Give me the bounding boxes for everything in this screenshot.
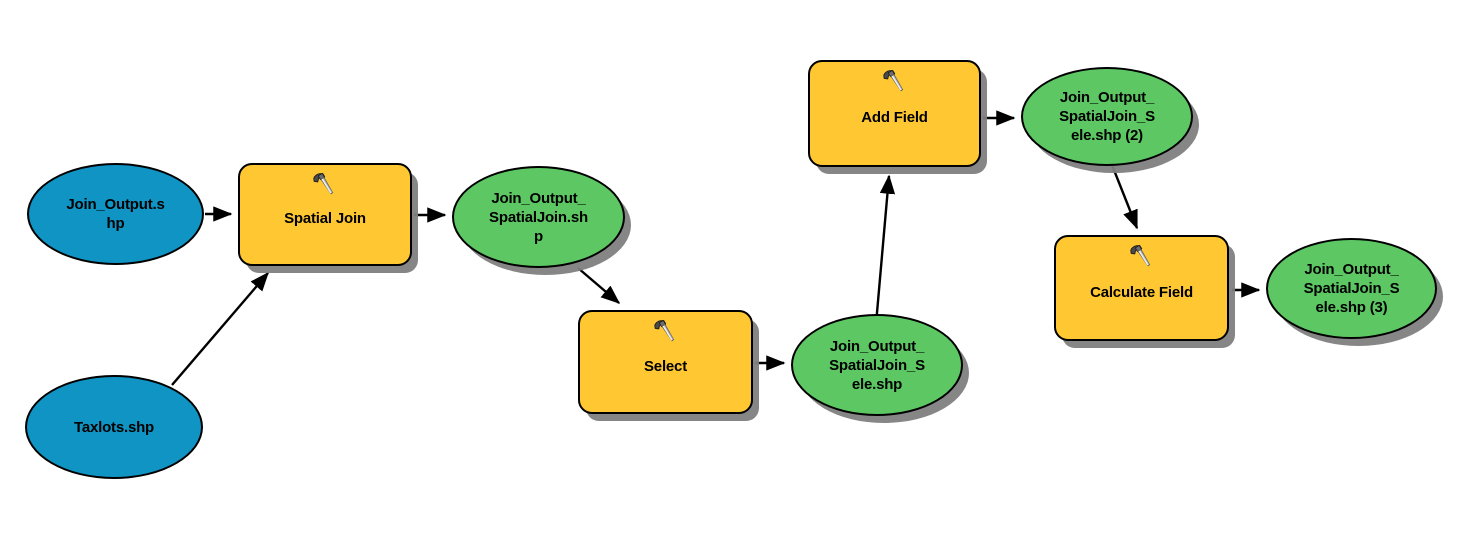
node-input-join-output[interactable]: Join_Output.s hp <box>27 163 204 265</box>
connector-arrow <box>577 267 621 304</box>
node-label: Taxlots.shp <box>73 418 155 436</box>
hammer-icon <box>882 67 908 95</box>
node-label: Add Field <box>861 109 928 126</box>
node-tool-calculate-field[interactable]: Calculate Field <box>1054 235 1229 341</box>
node-input-taxlots[interactable]: Taxlots.shp <box>25 375 203 479</box>
hammer-icon <box>312 170 338 198</box>
node-output-select[interactable]: Join_Output_ SpatialJoin_S ele.shp <box>791 314 963 416</box>
connector-arrow <box>1110 164 1139 230</box>
node-tool-spatial-join[interactable]: Spatial Join <box>238 163 412 266</box>
node-label: Spatial Join <box>284 210 366 227</box>
node-label: Join_Output_ SpatialJoin_S ele.shp (3) <box>1303 261 1400 316</box>
node-label: Join_Output_ SpatialJoin_S ele.shp (2) <box>1059 89 1155 144</box>
connector-arrow <box>874 174 896 325</box>
node-tool-add-field[interactable]: Add Field <box>808 60 981 167</box>
node-output-add-field[interactable]: Join_Output_ SpatialJoin_S ele.shp (2) <box>1021 67 1193 166</box>
node-tool-select[interactable]: Select <box>578 310 753 414</box>
hammer-icon <box>653 317 679 345</box>
connector-arrow <box>171 271 269 386</box>
node-label: Select <box>644 357 687 375</box>
node-label: Calculate Field <box>1090 283 1193 301</box>
node-label: Join_Output.s hp <box>66 196 165 232</box>
hammer-icon <box>1129 242 1155 270</box>
node-label: Join_Output_ SpatialJoin_S ele.shp <box>829 337 925 393</box>
node-output-spatialjoin[interactable]: Join_Output_ SpatialJoin.sh p <box>452 166 625 268</box>
node-output-calculate-field[interactable]: Join_Output_ SpatialJoin_S ele.shp (3) <box>1266 238 1437 339</box>
node-label: Join_Output_ SpatialJoin.sh p <box>489 189 588 245</box>
